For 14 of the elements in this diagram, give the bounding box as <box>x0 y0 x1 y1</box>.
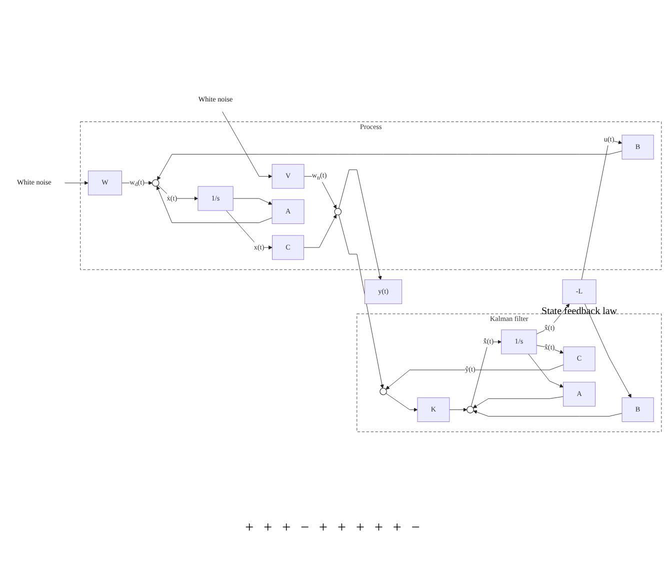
sign-label: + <box>245 520 254 537</box>
sign-label: + <box>392 520 402 537</box>
sign-label: + <box>319 520 328 537</box>
node-circle <box>152 180 160 187</box>
sign-label: + <box>282 520 291 537</box>
sign-label: − <box>300 520 310 537</box>
sign-label: − <box>411 520 420 537</box>
node-circle <box>334 208 342 216</box>
node-circle <box>466 406 474 414</box>
sign-label: + <box>264 520 272 537</box>
sign-label: + <box>356 520 364 537</box>
node-circle <box>380 388 387 396</box>
sign-label: + <box>374 520 383 537</box>
sign-label: + <box>338 520 346 537</box>
